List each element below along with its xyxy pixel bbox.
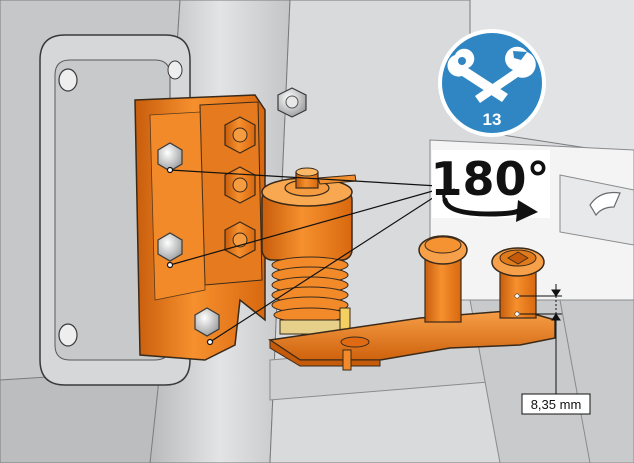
leader-lines xyxy=(166,166,443,346)
dimension-label: 8,35 mm xyxy=(531,397,582,412)
plate-bolt-3 xyxy=(194,307,220,337)
dimension-callout xyxy=(520,284,562,394)
tool-badge: 13 xyxy=(438,29,546,137)
hinge-nuts xyxy=(224,116,256,259)
hinge-stud-left xyxy=(418,235,468,323)
wrench-spanner-icon xyxy=(447,46,536,103)
tool-size-label: 13 xyxy=(483,110,502,129)
hinge-arm xyxy=(267,309,556,371)
rotation-callout: 180° xyxy=(430,150,550,222)
plate-bolt-2 xyxy=(157,232,183,262)
rotation-label: 180° xyxy=(430,152,549,206)
rotate-arrow-icon xyxy=(442,188,538,222)
dimension-label-box: 8,35 mm xyxy=(521,393,591,415)
frame-bolt xyxy=(277,87,307,118)
hinge-stud-right xyxy=(491,247,545,319)
plate-bolt-1 xyxy=(157,142,183,172)
hinge-spring xyxy=(261,167,357,339)
